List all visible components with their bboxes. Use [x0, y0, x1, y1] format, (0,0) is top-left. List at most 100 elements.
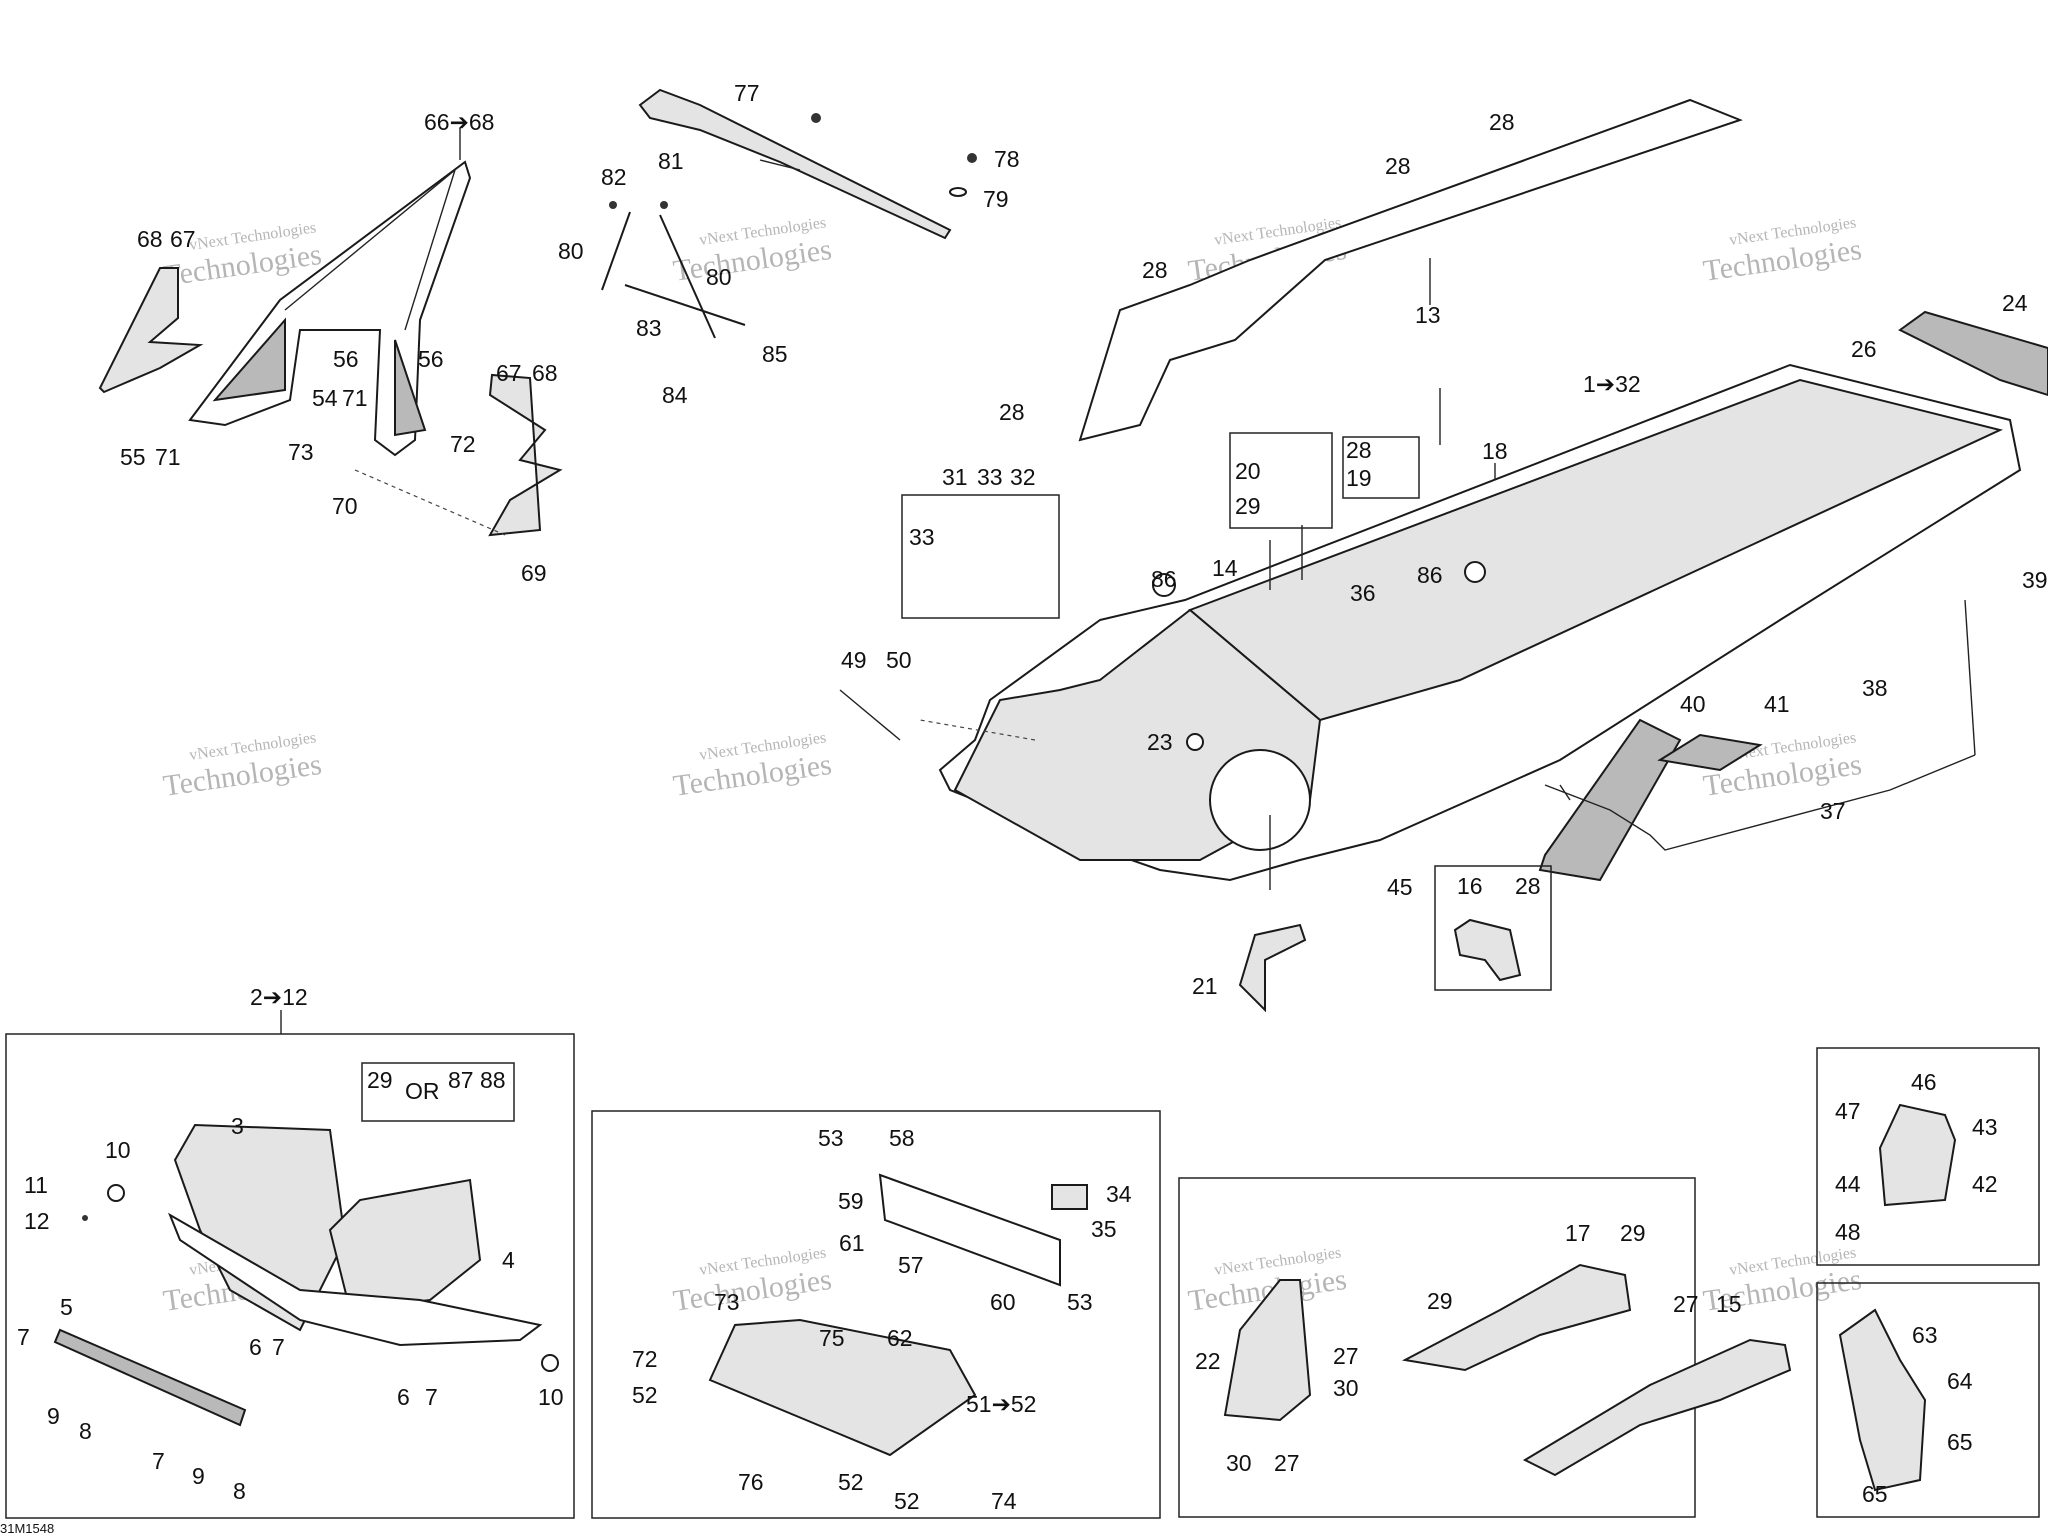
support-plate-left — [98, 267, 204, 394]
callout-4: 4 — [502, 1247, 515, 1273]
callout-32: 32 — [1010, 464, 1036, 490]
panel-15-30 — [1178, 1177, 1696, 1518]
callout-6: 6 — [397, 1384, 410, 1410]
panel-42-48 — [1816, 1047, 2040, 1266]
callout-57: 57 — [898, 1252, 924, 1278]
shield-59 — [878, 1173, 1061, 1287]
plug-86-left — [1152, 573, 1176, 597]
callout-30: 30 — [1226, 1450, 1252, 1476]
tie-rod-80a — [601, 211, 631, 291]
callout-9: 9 — [47, 1403, 60, 1429]
callout-8: 8 — [233, 1478, 246, 1504]
rail-24 — [1898, 310, 2048, 397]
callout-75: 75 — [819, 1325, 845, 1351]
panel-51-52-parts — [708, 1173, 1088, 1457]
callout-53: 53 — [818, 1125, 844, 1151]
callout-36: 36 — [1350, 580, 1376, 606]
callout-3: 3 — [231, 1113, 244, 1139]
callout-79: 79 — [983, 186, 1009, 212]
panel-15-30-parts — [1223, 1263, 1792, 1477]
handle-37-upright — [1964, 599, 1976, 756]
watermark-5: vNext Technologies Technologies — [161, 729, 324, 802]
callout-6: 6 — [249, 1334, 262, 1360]
callout-86: 86 — [1417, 562, 1443, 588]
tie-rod-83 — [624, 284, 746, 326]
callout-28: 28 — [1489, 109, 1515, 135]
leader-70 — [354, 469, 506, 536]
bumper-10-b — [541, 1354, 559, 1372]
callout-53: 53 — [1067, 1289, 1093, 1315]
callout-44: 44 — [1835, 1171, 1861, 1197]
callout-67: 67 — [170, 226, 196, 252]
callout-23: 23 — [1147, 729, 1173, 755]
callout-30: 30 — [1333, 1375, 1359, 1401]
callout-29: 29 — [1620, 1220, 1646, 1246]
callout-19: 19 — [1346, 465, 1372, 491]
steering-column — [638, 88, 952, 240]
plug-86-right — [1464, 561, 1486, 583]
tie-rod-80b — [659, 214, 716, 339]
callout-16: 16 — [1457, 873, 1483, 899]
callout-13: 13 — [1415, 302, 1441, 328]
callout-33: 33 — [977, 464, 1003, 490]
callout-71: 71 — [155, 444, 181, 470]
watermark-4: vNext Technologies Technologies — [1701, 214, 1864, 287]
callout-59: 59 — [838, 1188, 864, 1214]
callout-10: 10 — [538, 1384, 564, 1410]
tunnel-heat-exchanger-13 — [1078, 98, 1743, 442]
footrest-right — [1538, 718, 1682, 882]
panel-2-12 — [5, 1033, 575, 1519]
callout-28: 28 — [1346, 437, 1372, 463]
callout-14: 14 — [1212, 555, 1238, 581]
callout-51-52: 51➔52 — [966, 1391, 1036, 1417]
callout-63: 63 — [1912, 1322, 1938, 1348]
callout-28: 28 — [1515, 873, 1541, 899]
callout-11: 11 — [24, 1172, 48, 1198]
callout-60: 60 — [990, 1289, 1016, 1315]
panel-63-65 — [1816, 1282, 2040, 1518]
callout-49: 49 — [841, 647, 867, 673]
callout-12: 12 — [24, 1208, 50, 1234]
callout-73: 73 — [714, 1289, 740, 1315]
callout-7: 7 — [272, 1334, 285, 1360]
callout-38: 38 — [1862, 675, 1888, 701]
bumper-10-a — [107, 1184, 125, 1202]
callout-84: 84 — [662, 382, 688, 408]
pyramid-frame-strut — [284, 167, 457, 331]
watermark-10: vNext Technologies Technologies — [671, 1244, 834, 1317]
callout-21: 21 — [1192, 973, 1218, 999]
pyramid-gusset-right — [394, 339, 427, 437]
callout-29: 29 — [1235, 493, 1261, 519]
steering-support-group — [98, 128, 563, 537]
callout-61: 61 — [839, 1230, 865, 1256]
callout-28: 28 — [1385, 153, 1411, 179]
panel-2-12-hardware-box — [361, 1062, 515, 1122]
callout-24: 24 — [2002, 290, 2028, 316]
callout-82: 82 — [601, 164, 627, 190]
callout-52: 52 — [838, 1469, 864, 1495]
step-40 — [1657, 733, 1763, 772]
callout-56: 56 — [418, 346, 444, 372]
nut-81 — [660, 201, 668, 209]
callout-65: 65 — [1947, 1429, 1973, 1455]
callout-58: 58 — [889, 1125, 915, 1151]
callout-80: 80 — [558, 238, 584, 264]
chassis-group — [839, 98, 2048, 1013]
front-frame-4 — [328, 1178, 482, 1312]
callout-43: 43 — [1972, 1114, 1998, 1140]
callout-52: 52 — [632, 1382, 658, 1408]
callout-78: 78 — [994, 146, 1020, 172]
screw-12 — [82, 1215, 88, 1221]
support-plate-right — [488, 373, 563, 537]
nut-78 — [967, 153, 977, 163]
watermark-2: vNext Technologies Technologies — [671, 214, 834, 287]
callout-26: 26 — [1851, 336, 1877, 362]
callout-83: 83 — [636, 315, 662, 341]
callout-47: 47 — [1835, 1098, 1861, 1124]
watermark-6: vNext Technologies Technologies — [671, 729, 834, 802]
skid-plate — [167, 1212, 543, 1347]
callout-or: OR — [405, 1078, 440, 1104]
callout-46: 46 — [1911, 1069, 1937, 1095]
rod-49 — [839, 689, 901, 741]
rail-5 — [53, 1328, 247, 1427]
